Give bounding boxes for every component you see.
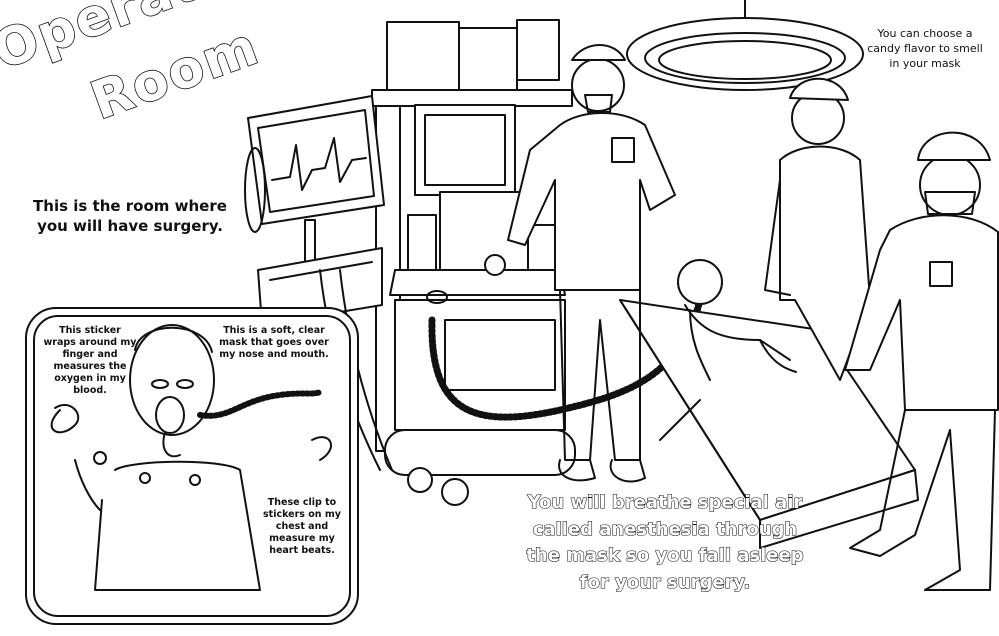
sticker-caption: This sticker wraps around my finger and … bbox=[43, 325, 137, 396]
nurse-right bbox=[844, 131, 999, 591]
nurse-back bbox=[764, 77, 871, 381]
candy-flavor-caption: You can choose a candy flavor to smell i… bbox=[867, 27, 983, 70]
anesthesia-caption: You will breathe special air called anes… bbox=[526, 491, 804, 593]
intro-text: This is the room where you will have sur… bbox=[33, 197, 227, 235]
patient-child bbox=[677, 259, 797, 381]
operating-table bbox=[619, 299, 919, 549]
doctor bbox=[484, 44, 676, 483]
surgical-light bbox=[626, 0, 864, 91]
heart-monitor bbox=[244, 95, 393, 471]
mask-caption: This is a soft, clear mask that goes ove… bbox=[219, 325, 329, 360]
clips-caption: These clip to stickers on my chest and m… bbox=[263, 497, 341, 556]
anesthesia-machine bbox=[371, 19, 576, 506]
inset-panel bbox=[25, 307, 359, 625]
pointer-line bbox=[659, 399, 701, 441]
